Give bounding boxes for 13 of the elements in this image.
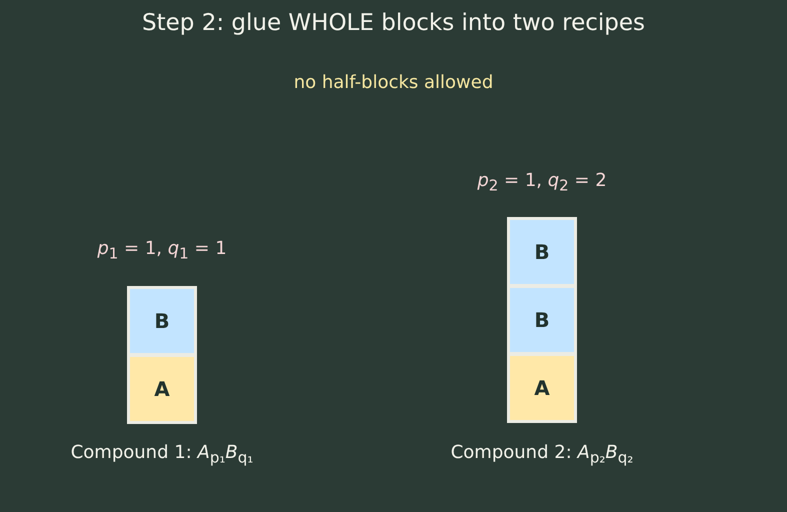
compound-label: Compound 1: A$_{p₁}$B$_{q₁}$ [70,442,254,467]
compound-label: Compound 2: A$_{p₂}$B$_{q₂}$ [450,442,634,467]
letter-block: B [510,288,574,352]
parameter-label: p$_{2}$ = 1, q$_{2}$ = 2 [476,170,608,195]
letter-block: B [510,220,574,284]
block-stack [127,286,197,424]
letter-block: B [130,289,194,353]
title: Step 2: glue WHOLE blocks into two recipes [141,10,646,36]
subtitle: no half-blocks allowed [294,72,494,93]
letter-block: A [510,356,574,420]
parameter-label: p$_{1}$ = 1, q$_{1}$ = 1 [96,238,228,263]
block-stack [507,217,577,423]
letter-block: A [130,357,194,421]
